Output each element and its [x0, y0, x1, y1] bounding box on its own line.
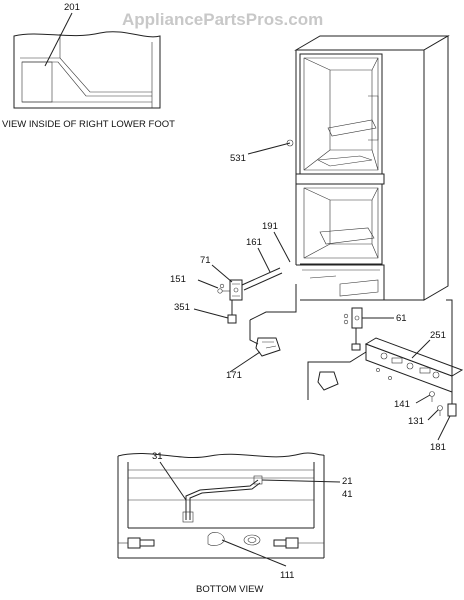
callout-leaders	[193, 139, 451, 441]
hinge-assembly-right	[307, 299, 464, 417]
watermark-text: AppliancePartsPros.com	[122, 10, 323, 29]
callout-171: 171	[226, 370, 242, 381]
callout-131: 131	[408, 416, 424, 427]
callout-31: 31	[152, 451, 163, 462]
callout-201: 201	[64, 2, 80, 13]
callout-111: 111	[280, 570, 294, 581]
callout-21: 21	[342, 476, 353, 487]
foot-view-caption: VIEW INSIDE OF RIGHT LOWER FOOT	[2, 119, 175, 130]
callout-531: 531	[230, 153, 246, 164]
callout-61: 61	[396, 313, 407, 324]
callout-41: 41	[342, 489, 353, 500]
bottom-view-caption: BOTTOM VIEW	[196, 584, 263, 595]
callout-71: 71	[200, 255, 211, 266]
hinge-assembly-left	[217, 267, 297, 357]
callout-141: 141	[394, 399, 410, 410]
foot-inset-view: 201	[13, 2, 161, 109]
callout-151: 151	[170, 274, 186, 285]
bottom-view	[117, 452, 341, 567]
callout-191: 191	[262, 221, 278, 232]
refrigerator-cabinet	[294, 35, 450, 301]
leader-201	[44, 12, 73, 67]
callout-251: 251	[430, 330, 446, 341]
callout-351: 351	[174, 302, 190, 313]
callout-181: 181	[430, 442, 446, 453]
callout-161: 161	[246, 237, 262, 248]
